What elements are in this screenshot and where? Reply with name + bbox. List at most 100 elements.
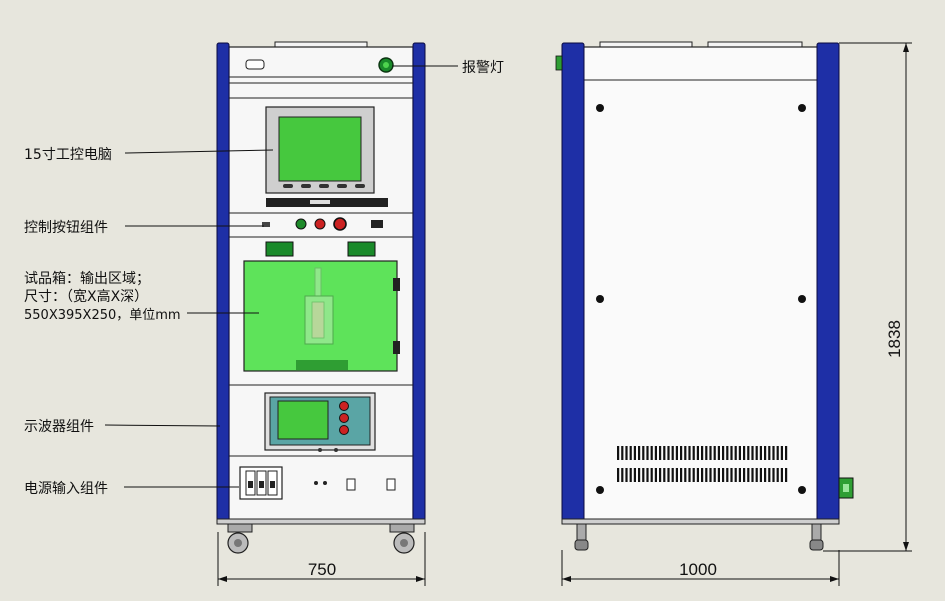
vent-slot [717,468,720,482]
vent-slot [667,446,670,460]
vent-slot [646,446,649,460]
vent-slot [755,468,758,482]
vent-slot [671,446,674,460]
oscilloscope-icon [264,392,376,452]
vent-slot [633,446,636,460]
vent-slot [709,468,712,482]
vent-slot [709,446,712,460]
vent-slot [713,446,716,460]
vent-slot [638,446,641,460]
vent-slot [759,468,762,482]
vent-slot [642,446,645,460]
vent-slot [768,446,771,460]
vent-slot [764,446,767,460]
power-input-label: 电源输入组件 [24,481,108,497]
vent-slot [696,468,699,482]
height-dimension: 1838 [885,320,904,358]
vent-slot [717,446,720,460]
front-wheel-left-icon [227,523,253,554]
control-buttons-label: 控制按钮组件 [24,220,108,236]
vent-slot [747,468,750,482]
vent-slot [776,446,779,460]
vent-slot [638,468,641,482]
vent-slot [667,468,670,482]
callout-lines [104,65,458,488]
vent-slot [734,446,737,460]
vent-slot [755,446,758,460]
vent-slot [696,446,699,460]
vent-slot [650,468,653,482]
pc-label: 15寸工控电脑 [24,147,112,163]
vent-slot [759,446,762,460]
front-wheel-right-icon [389,523,415,554]
vent-slot [650,446,653,460]
vent-slot [713,468,716,482]
vent-slot [722,468,725,482]
vent-slot [734,468,737,482]
vent-slot [726,446,729,460]
side-cabinet-body [582,46,819,521]
vent-slot [625,446,628,460]
control-buttons-icon [262,217,383,231]
vent-slot [621,446,624,460]
power-input-icon [239,466,396,500]
side-right-post [816,42,840,522]
vent-slot [680,468,683,482]
vent-slot [617,446,620,460]
front-width-dimension: 750 [308,560,336,579]
side-wheel-right-icon [809,523,824,551]
vent-slot [785,468,788,482]
oscilloscope-label: 示波器组件 [24,419,94,435]
vent-slot [772,468,775,482]
vent-slot [659,446,662,460]
vent-slot [751,468,754,482]
vent-slot [659,468,662,482]
front-view [216,41,426,554]
vent-slot [663,468,666,482]
front-right-post [412,42,426,522]
test-box-label-line1: 试品箱：输出区域； [24,271,150,287]
vent-slot [654,468,657,482]
vent-slot [743,468,746,482]
vent-slot [705,446,708,460]
front-left-post [216,42,230,522]
vent-slot [705,468,708,482]
vent-slot [621,468,624,482]
vent-slot [738,446,741,460]
vent-slot [654,446,657,460]
vent-slot [675,446,678,460]
vent-slot [780,468,783,482]
vent-slot [684,468,687,482]
vent-slot [625,468,628,482]
vent-slot [671,468,674,482]
vent-slot [768,468,771,482]
vent-slot [726,468,729,482]
test-box-icon [243,260,400,372]
vent-slot [642,468,645,482]
vent-slot [738,468,741,482]
alarm-lamp-label: 报警灯 [462,60,504,76]
alarm-lamp-icon [378,57,394,73]
vent-slot [743,446,746,460]
vent-slot [764,468,767,482]
vent-slot [780,446,783,460]
vent-slot [684,446,687,460]
vent-slot [633,468,636,482]
side-depth-dimension: 1000 [679,560,717,579]
vent-slot [730,446,733,460]
vent-slot [680,446,683,460]
vent-slot [692,468,695,482]
vent-slot [747,446,750,460]
side-view [555,41,854,551]
vent-slot [785,446,788,460]
vent-slot [688,468,691,482]
vent-slot [617,468,620,482]
vent-slot [663,446,666,460]
vent-slot [701,468,704,482]
vent-slot [675,468,678,482]
industrial-pc-icon [265,106,388,207]
vent-slot [692,446,695,460]
vent-slot [629,468,632,482]
